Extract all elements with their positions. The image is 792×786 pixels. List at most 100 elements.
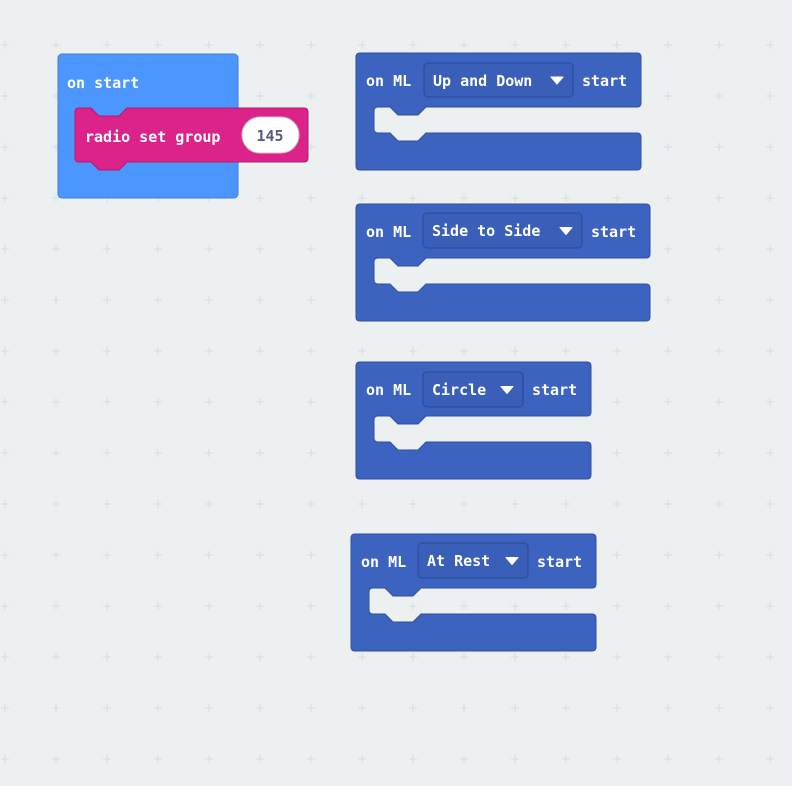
grid-mark [103, 398, 111, 406]
gesture-dropdown-value: Circle [432, 381, 486, 399]
caret-down-icon[interactable] [559, 227, 573, 235]
on-start-block[interactable]: on start radio set group 145 [57, 53, 309, 199]
gesture-dropdown[interactable]: At Rest [417, 542, 529, 579]
grid-mark [52, 194, 60, 202]
grid-mark [256, 653, 264, 661]
grid-mark [409, 347, 417, 355]
grid-mark [205, 653, 213, 661]
grid-mark [409, 194, 417, 202]
grid-mark [52, 398, 60, 406]
gesture-dropdown-box[interactable] [422, 371, 524, 408]
grid-mark [154, 245, 162, 253]
grid-mark [307, 194, 315, 202]
grid-mark [562, 500, 570, 508]
gesture-dropdown-box[interactable] [422, 212, 583, 249]
radio-set-group-block[interactable]: radio set group 145 [74, 107, 309, 171]
grid-mark [103, 41, 111, 49]
grid-mark [358, 41, 366, 49]
grid-mark [613, 551, 621, 559]
grid-mark [256, 296, 264, 304]
grid-mark [460, 41, 468, 49]
grid-mark [256, 500, 264, 508]
grid-mark [766, 551, 774, 559]
grid-mark [715, 602, 723, 610]
grid-mark [460, 653, 468, 661]
grid-mark [205, 398, 213, 406]
gesture-dropdown[interactable]: Circle [422, 371, 524, 408]
grid-mark [205, 602, 213, 610]
grid-mark [103, 755, 111, 763]
grid-mark [1, 296, 9, 304]
grid-mark [307, 245, 315, 253]
gesture-dropdown-box[interactable] [423, 62, 574, 98]
grid-mark [358, 500, 366, 508]
grid-mark [256, 602, 264, 610]
grid-mark [205, 296, 213, 304]
grid-mark [664, 449, 672, 457]
grid-mark [1, 653, 9, 661]
group-number-value[interactable]: 145 [256, 127, 283, 145]
grid-mark [307, 602, 315, 610]
grid-mark [664, 398, 672, 406]
ml-event-block-body[interactable] [355, 361, 592, 480]
caret-down-icon[interactable] [505, 557, 519, 565]
grid-mark [766, 194, 774, 202]
grid-mark [613, 602, 621, 610]
grid-mark [511, 653, 519, 661]
caret-down-icon[interactable] [500, 386, 514, 394]
ml-event-block-body[interactable] [350, 533, 597, 652]
grid-mark [52, 347, 60, 355]
grid-mark [52, 449, 60, 457]
grid-mark [613, 704, 621, 712]
gesture-dropdown[interactable]: Side to Side [422, 212, 583, 249]
gesture-dropdown[interactable]: Up and Down [423, 62, 574, 98]
grid-mark [154, 602, 162, 610]
grid-mark [103, 704, 111, 712]
grid-mark [715, 245, 723, 253]
grid-mark [409, 704, 417, 712]
grid-mark [664, 194, 672, 202]
grid-mark [307, 755, 315, 763]
grid-mark [103, 449, 111, 457]
grid-mark [562, 755, 570, 763]
grid-mark [766, 143, 774, 151]
grid-mark [358, 755, 366, 763]
grid-mark [409, 653, 417, 661]
grid-mark [460, 704, 468, 712]
grid-mark [205, 704, 213, 712]
grid-mark [205, 551, 213, 559]
group-number-input[interactable] [241, 116, 300, 154]
grid-mark [256, 92, 264, 100]
grid-mark [460, 755, 468, 763]
grid-mark [664, 143, 672, 151]
gesture-dropdown-value: Side to Side [432, 222, 540, 240]
grid-mark [1, 551, 9, 559]
grid-mark [307, 92, 315, 100]
grid-mark [52, 653, 60, 661]
caret-down-icon[interactable] [550, 76, 564, 85]
grid-mark [256, 449, 264, 457]
grid-mark [256, 41, 264, 49]
gesture-dropdown-box[interactable] [417, 542, 529, 579]
grid-mark [1, 500, 9, 508]
grid-mark [1, 41, 9, 49]
grid-mark [562, 704, 570, 712]
grid-mark [154, 653, 162, 661]
grid-mark [154, 551, 162, 559]
grid-mark [613, 500, 621, 508]
grid-mark [613, 347, 621, 355]
grid-mark [256, 704, 264, 712]
grid-mark [205, 245, 213, 253]
grid-mark [154, 296, 162, 304]
grid-mark [766, 755, 774, 763]
ml-event-prefix: on ML [366, 72, 411, 90]
grid-mark [766, 41, 774, 49]
grid-mark [511, 347, 519, 355]
grid-mark [52, 755, 60, 763]
grid-mark [103, 245, 111, 253]
